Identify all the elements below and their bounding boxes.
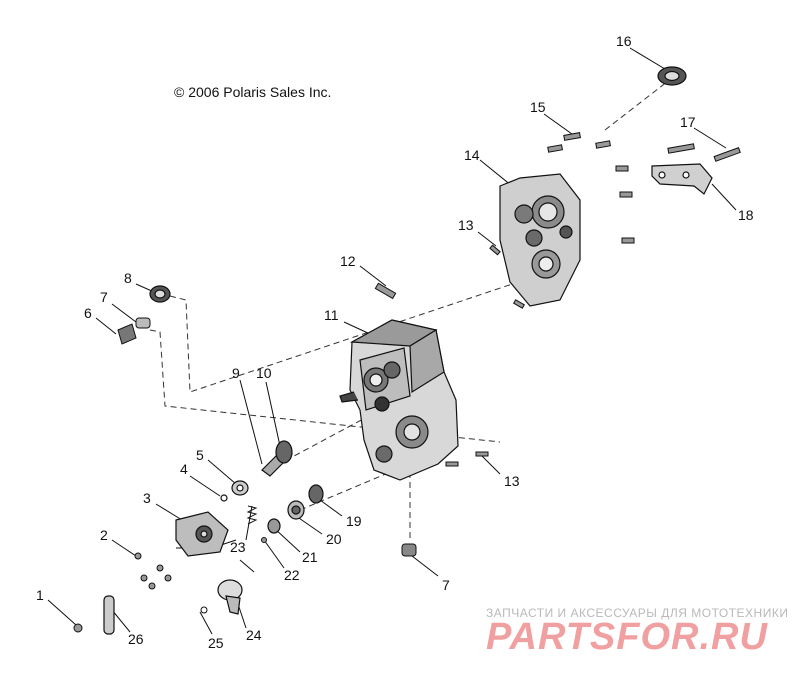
callout-labels: 1 2 3 4 5 6 7 7 8 9 10 11 12 13 13 14 15… bbox=[36, 33, 754, 651]
pump-cover bbox=[175, 511, 229, 557]
callout-14: 14 bbox=[464, 147, 480, 163]
callout-7-upper: 7 bbox=[100, 289, 108, 305]
hardware bbox=[73, 132, 741, 633]
callout-7-lower: 7 bbox=[442, 577, 450, 593]
callout-23: 23 bbox=[230, 539, 246, 555]
sensor bbox=[217, 579, 243, 615]
drain-fitting bbox=[401, 543, 417, 557]
watermark-subtitle: ЗАПЧАСТИ И АКСЕССУАРЫ ДЛЯ МОТОТЕХНИКИ bbox=[486, 606, 789, 620]
breather-filter bbox=[117, 323, 137, 345]
gear bbox=[275, 440, 293, 464]
bracket bbox=[651, 163, 713, 195]
callout-9: 9 bbox=[232, 365, 240, 381]
link-plate bbox=[103, 595, 115, 635]
copyright-text: © 2006 Polaris Sales Inc. bbox=[174, 84, 332, 100]
chaincase-cover bbox=[499, 173, 581, 307]
callout-11: 11 bbox=[324, 307, 339, 323]
gearcase-housing bbox=[339, 319, 459, 481]
callout-18: 18 bbox=[738, 207, 754, 223]
callout-10: 10 bbox=[256, 365, 272, 381]
washer bbox=[231, 480, 249, 496]
watermark-brand: PARTSFOR.RU bbox=[486, 616, 768, 658]
callout-8: 8 bbox=[124, 270, 132, 286]
callout-5: 5 bbox=[196, 447, 204, 463]
spring bbox=[246, 505, 258, 525]
callout-3: 3 bbox=[143, 490, 151, 506]
callout-24: 24 bbox=[246, 627, 262, 643]
callout-19: 19 bbox=[346, 513, 362, 529]
callout-22: 22 bbox=[284, 567, 300, 583]
callout-16: 16 bbox=[616, 33, 632, 49]
breather-fitting bbox=[135, 317, 151, 329]
callout-1: 1 bbox=[36, 587, 44, 603]
callout-17: 17 bbox=[680, 114, 696, 130]
callout-20: 20 bbox=[326, 531, 342, 547]
callout-13-upper: 13 bbox=[458, 217, 474, 233]
callout-15: 15 bbox=[530, 99, 546, 115]
callout-21: 21 bbox=[302, 549, 318, 565]
callout-2: 2 bbox=[100, 527, 108, 543]
callout-4: 4 bbox=[180, 461, 188, 477]
callout-25: 25 bbox=[208, 635, 224, 651]
seal-left bbox=[149, 285, 171, 303]
callout-6: 6 bbox=[84, 305, 92, 321]
o-ring bbox=[220, 494, 228, 502]
callout-12: 12 bbox=[340, 253, 356, 269]
bearing-stack bbox=[267, 484, 324, 534]
callout-13-lower: 13 bbox=[504, 473, 520, 489]
callout-26: 26 bbox=[128, 631, 144, 647]
seal-upper bbox=[657, 66, 687, 86]
